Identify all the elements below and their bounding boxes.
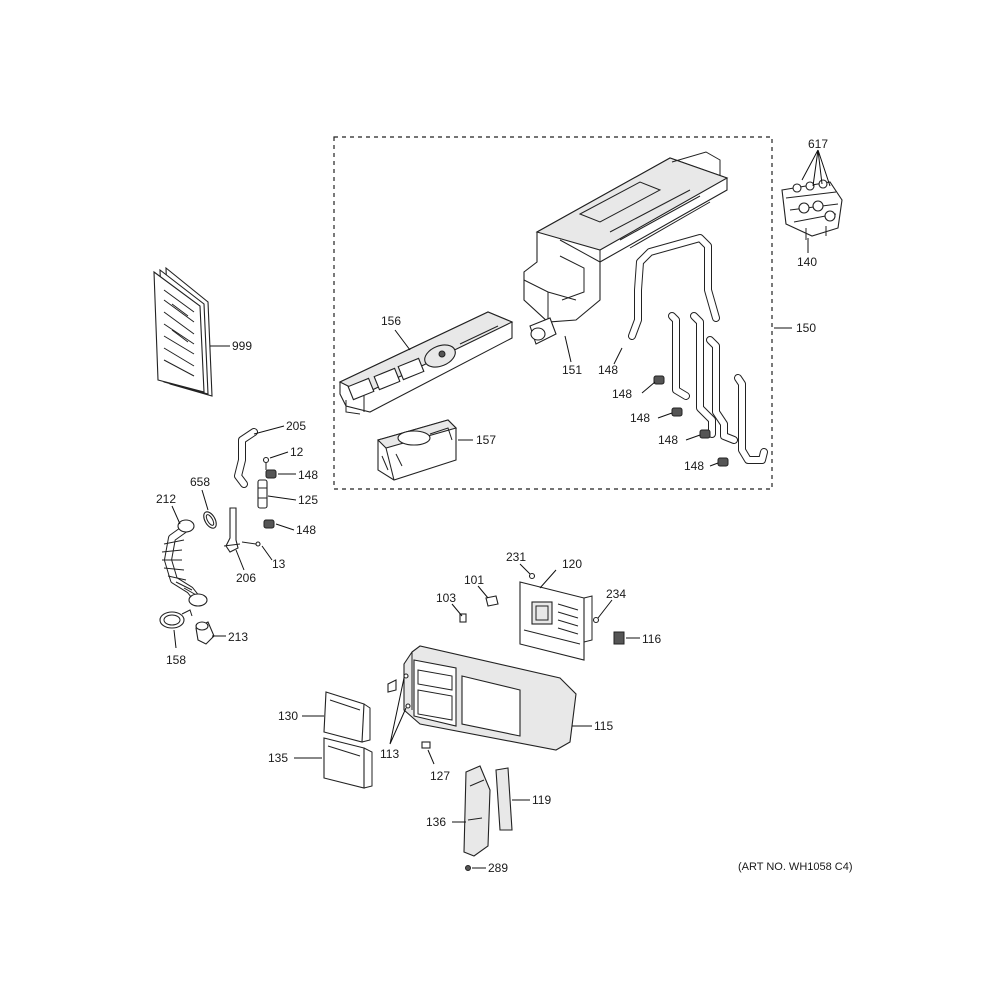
callout-231[interactable]: 231	[506, 550, 526, 564]
part-13-pin[interactable]	[241, 541, 261, 547]
part-212-drain-hose[interactable]	[161, 519, 208, 607]
callout-206[interactable]: 206	[236, 571, 256, 585]
part-148-clamp-f[interactable]	[263, 519, 275, 529]
part-113-clip-b[interactable]	[403, 673, 409, 679]
art-number: (ART NO. WH1058 C4)	[738, 861, 853, 873]
callout-127[interactable]: 127	[430, 769, 450, 783]
part-999-owners-manual[interactable]	[153, 266, 213, 397]
callout-120[interactable]: 120	[562, 557, 582, 571]
callout-135[interactable]: 135	[268, 751, 288, 765]
part-289-fastener[interactable]	[465, 865, 471, 871]
callout-999[interactable]: 999	[232, 339, 252, 353]
callout-158[interactable]: 158	[166, 653, 186, 667]
callout-116[interactable]: 116	[642, 632, 661, 646]
part-157-detergent-cup[interactable]	[376, 419, 458, 481]
callout-101[interactable]: 101	[464, 573, 484, 587]
part-140-valve-block[interactable]	[781, 179, 843, 240]
callout-119[interactable]: 119	[532, 793, 551, 807]
part-120-control-bracket[interactable]	[519, 581, 593, 661]
callout-234[interactable]: 234	[606, 587, 626, 601]
part-148-clamp-d[interactable]	[717, 457, 729, 467]
callout-148-e[interactable]: 148	[298, 468, 318, 482]
part-116-connector[interactable]	[613, 631, 625, 645]
callout-113[interactable]: 113	[380, 747, 399, 761]
part-148-clamp-e[interactable]	[265, 469, 277, 479]
part-115-control-panel[interactable]	[403, 645, 577, 751]
callout-136[interactable]: 136	[426, 815, 446, 829]
part-12-screw[interactable]	[262, 456, 270, 471]
part-205-hose[interactable]	[234, 428, 258, 488]
callout-148-b[interactable]: 148	[630, 411, 650, 425]
part-127-button[interactable]	[421, 741, 431, 749]
part-103-clip[interactable]	[459, 613, 467, 623]
callout-148-top[interactable]: 148	[598, 363, 618, 377]
part-119-strip[interactable]	[495, 767, 513, 831]
callout-148-f[interactable]: 148	[296, 523, 316, 537]
callout-140[interactable]: 140	[797, 255, 817, 269]
callout-151[interactable]: 151	[562, 363, 582, 377]
callout-156[interactable]: 156	[381, 314, 401, 328]
part-213-elbow[interactable]	[195, 621, 215, 645]
callout-212[interactable]: 212	[156, 492, 176, 506]
part-113-clip-a[interactable]	[387, 679, 397, 693]
part-113-clip-c[interactable]	[405, 703, 411, 709]
callout-148-d[interactable]: 148	[684, 459, 704, 473]
callout-130[interactable]: 130	[278, 709, 298, 723]
part-206-tube[interactable]	[223, 507, 241, 553]
callout-205[interactable]: 205	[286, 419, 306, 433]
assembly-boundary-150	[333, 136, 773, 490]
callout-148-c[interactable]: 148	[658, 433, 678, 447]
callout-150[interactable]: 150	[796, 321, 816, 335]
part-234-screw[interactable]	[592, 616, 600, 624]
callout-617[interactable]: 617	[808, 137, 828, 151]
callout-12[interactable]: 12	[290, 445, 304, 459]
part-148-clamp-c[interactable]	[699, 429, 711, 439]
part-150-hoses[interactable]	[628, 234, 768, 464]
part-148-clamp-a[interactable]	[653, 375, 665, 385]
callout-148-a[interactable]: 148	[612, 387, 632, 401]
part-101-switch[interactable]	[485, 595, 499, 607]
callout-213[interactable]: 213	[228, 630, 248, 644]
part-231-screw[interactable]	[528, 572, 536, 580]
part-151-dispenser-housing[interactable]	[523, 151, 729, 345]
callout-103[interactable]: 103	[436, 591, 456, 605]
part-156-dispenser-drawer[interactable]	[338, 311, 514, 415]
part-135-trim-lower[interactable]	[323, 737, 373, 789]
callout-125[interactable]: 125	[298, 493, 318, 507]
part-658-clamp[interactable]	[201, 510, 219, 531]
callout-13[interactable]: 13	[272, 557, 286, 571]
callout-658[interactable]: 658	[190, 475, 210, 489]
callout-157[interactable]: 157	[476, 433, 496, 447]
part-130-trim-upper[interactable]	[323, 691, 371, 743]
callout-289[interactable]: 289	[488, 861, 508, 875]
callout-115[interactable]: 115	[594, 719, 613, 733]
part-125-valve[interactable]	[257, 479, 268, 509]
part-136-side-panel[interactable]	[463, 765, 491, 857]
part-148-clamp-b[interactable]	[671, 407, 683, 417]
part-158-hose-clamp[interactable]	[159, 609, 193, 629]
